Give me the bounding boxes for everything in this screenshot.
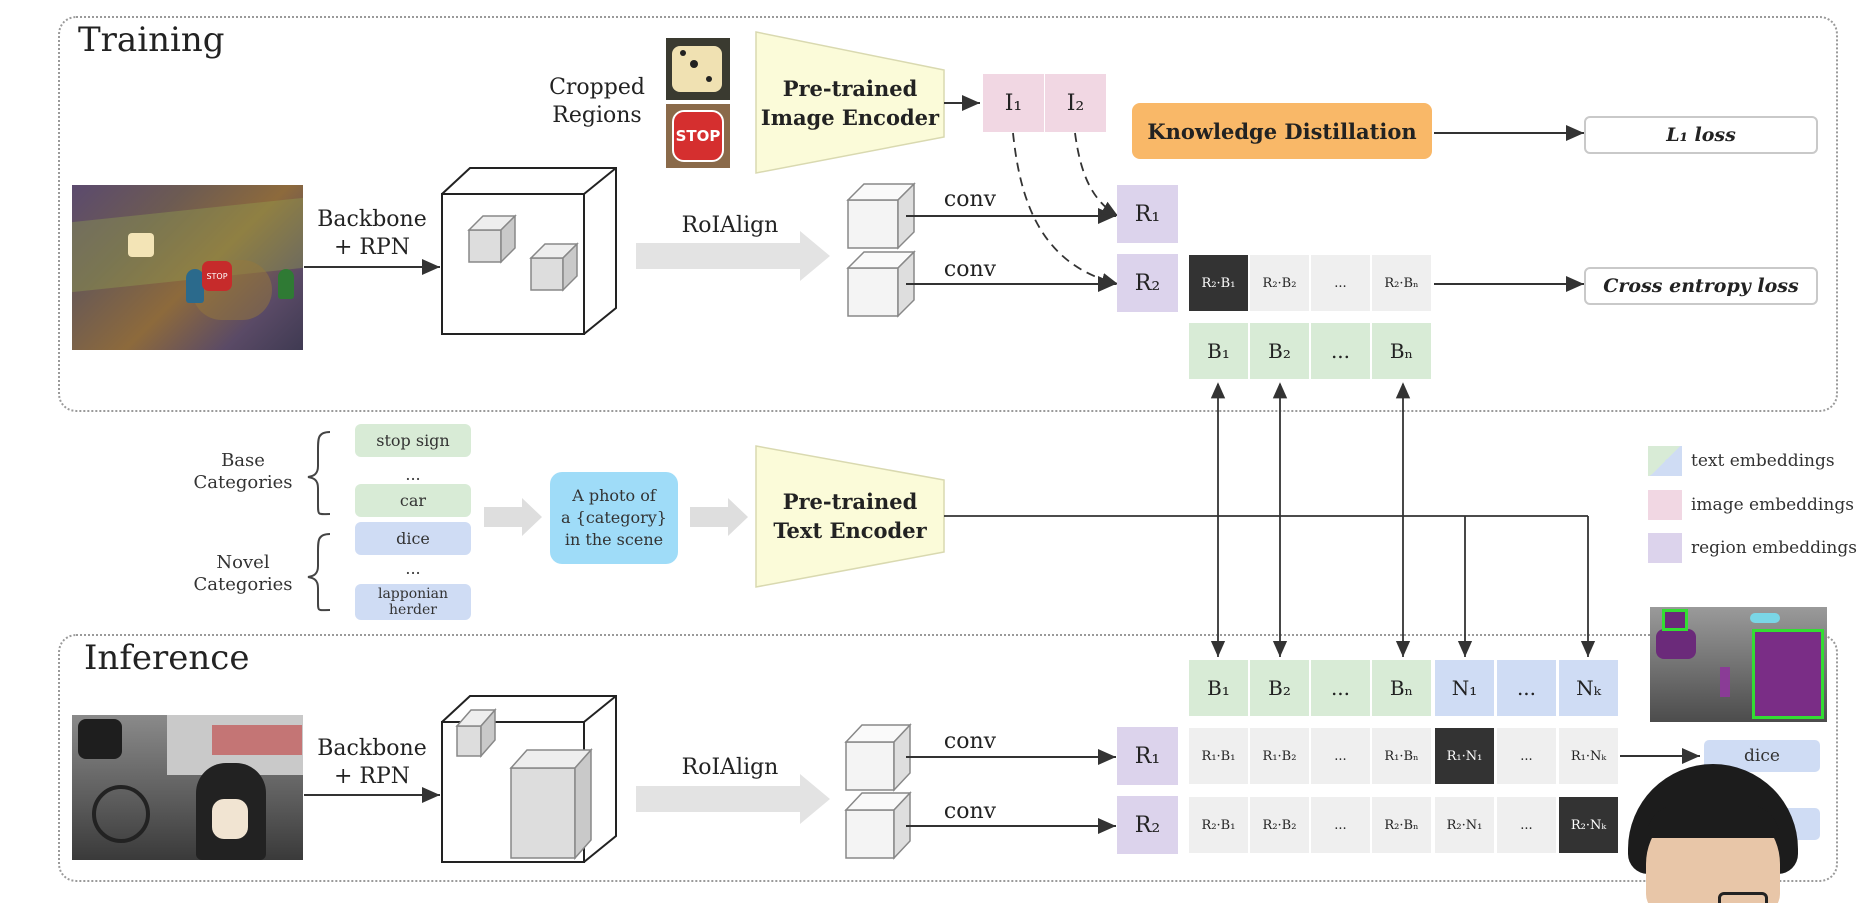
train-backbone-label: Backbone + RPN <box>317 207 427 260</box>
train-base-embedding: ... <box>1310 322 1371 380</box>
infer-backbone-label: Backbone + RPN <box>317 736 427 789</box>
infer-region-r1: R₁ <box>1117 727 1178 785</box>
legend-text-swatch <box>1648 446 1682 476</box>
infer-embedding-cell: Nₖ <box>1558 659 1619 717</box>
infer-roialign-label: RoIAlign <box>681 755 779 780</box>
train-score-cell: R₂·B₂ <box>1249 254 1310 312</box>
category-dice: dice <box>355 522 471 555</box>
train-conv2-label: conv <box>943 257 997 282</box>
infer-embedding-cell: ... <box>1310 659 1371 717</box>
dice-piece <box>128 233 154 257</box>
infer-score-cell: R₁·B₁ <box>1188 727 1249 785</box>
train-base-embedding: B₂ <box>1249 322 1310 380</box>
category-stop-sign: stop sign <box>355 424 471 457</box>
image-embedding-i1: I₁ <box>983 74 1044 132</box>
training-panel <box>58 16 1838 412</box>
cropped-stop-image: STOP <box>666 104 730 168</box>
cross-entropy-loss-box: Cross entropy loss <box>1584 267 1818 305</box>
image-encoder-shape <box>755 31 945 174</box>
legend-image-swatch <box>1648 490 1682 520</box>
inference-title: Inference <box>84 638 250 678</box>
legend-text-label: text embeddings <box>1691 451 1835 471</box>
infer-score-cell: R₁·N₁ <box>1434 727 1495 785</box>
train-score-cell: R₂·B₁ <box>1188 254 1249 312</box>
category-base-ellipsis: ... <box>405 464 421 484</box>
inference-panel <box>58 634 1838 882</box>
infer-score-cell: R₂·B₂ <box>1249 796 1310 854</box>
infer-score-cell: R₂·Bₙ <box>1371 796 1432 854</box>
detection-result-image <box>1650 607 1827 722</box>
train-score-cell: R₂·Bₙ <box>1371 254 1432 312</box>
infer-embedding-cell: ... <box>1496 659 1557 717</box>
infer-embedding-cell: B₂ <box>1249 659 1310 717</box>
stop-sign-piece: STOP <box>202 261 232 291</box>
infer-score-cell: ... <box>1496 796 1557 854</box>
train-feature-cube <box>441 167 617 335</box>
text-encoder-label: Pre-trained Text Encoder <box>773 489 927 543</box>
train-base-embedding: Bₙ <box>1371 322 1432 380</box>
train-conv1-label: conv <box>943 187 997 212</box>
legend-image-label: image embeddings <box>1691 495 1854 515</box>
infer-embedding-cell: B₁ <box>1188 659 1249 717</box>
train-base-embedding: B₁ <box>1188 322 1249 380</box>
image-encoder-label: Pre-trained Image Encoder <box>760 76 940 130</box>
infer-score-cell: R₁·Bₙ <box>1371 727 1432 785</box>
infer-score-cell: R₁·B₂ <box>1249 727 1310 785</box>
infer-embedding-cell: Bₙ <box>1371 659 1432 717</box>
dog-detection-box <box>1752 629 1824 719</box>
legend-region-label: region embeddings <box>1691 538 1857 558</box>
legend-region-swatch <box>1648 533 1682 563</box>
infer-score-cell: R₂·N₁ <box>1434 796 1495 854</box>
category-car: car <box>355 484 471 517</box>
category-lapponian-herder: lapponian herder <box>355 584 471 620</box>
text-encoder-shape <box>755 445 945 588</box>
infer-region-r2: R₂ <box>1117 796 1178 854</box>
inference-input-image <box>72 715 303 860</box>
dice-detection-box <box>1662 609 1688 631</box>
training-input-image: STOP <box>72 185 303 350</box>
base-categories-label: Base Categories <box>193 450 293 493</box>
prompt-template-box: A photo of a {category} in the scene <box>550 472 678 564</box>
infer-conv1-label: conv <box>943 729 997 754</box>
infer-score-cell: R₂·B₁ <box>1188 796 1249 854</box>
image-embedding-i2: I₂ <box>1045 74 1106 132</box>
cropped-dice-image <box>666 38 730 100</box>
cropped-regions-label: Cropped Regions <box>549 75 645 128</box>
train-roialign-label: RoIAlign <box>681 213 779 238</box>
category-novel-ellipsis: ... <box>405 558 421 578</box>
infer-score-cell: R₁·Nₖ <box>1558 727 1619 785</box>
train-region-r2: R₂ <box>1117 254 1178 312</box>
infer-score-cell: ... <box>1310 727 1371 785</box>
infer-conv2-label: conv <box>943 799 997 824</box>
infer-score-cell: ... <box>1310 796 1371 854</box>
infer-embedding-cell: N₁ <box>1434 659 1495 717</box>
novel-categories-label: Novel Categories <box>193 552 293 595</box>
l1-loss-box: L₁ loss <box>1584 116 1818 154</box>
infer-score-cell: ... <box>1496 727 1557 785</box>
training-title: Training <box>78 20 225 60</box>
train-region-r1: R₁ <box>1117 185 1178 243</box>
infer-score-cell: R₂·Nₖ <box>1558 796 1619 854</box>
train-score-cell: ... <box>1310 254 1371 312</box>
presenter-webcam <box>1608 764 1818 903</box>
knowledge-distillation-box: Knowledge Distillation <box>1132 103 1432 159</box>
